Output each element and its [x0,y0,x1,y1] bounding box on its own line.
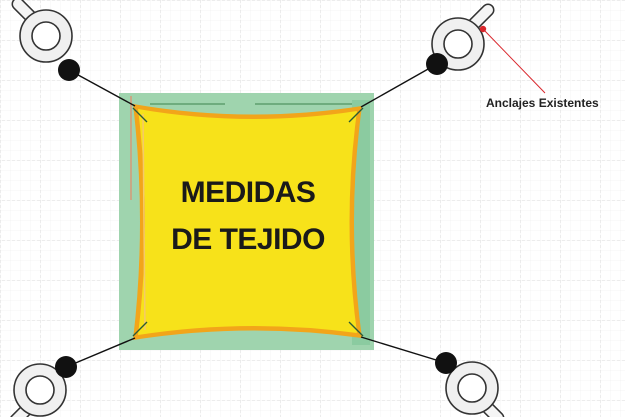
anchor-ring-icon [11,0,73,63]
anchor-point [426,53,448,75]
connector-line [360,63,438,108]
corner-tick [132,107,148,123]
corner-tick [348,321,364,337]
anchor-point [435,352,457,374]
connector-line [68,69,136,107]
fabric-title-line-1: MEDIDAS [180,176,316,209]
anchor-ring-icon [10,363,67,417]
shade-sail-fabric [138,109,357,335]
corner-tick [132,321,148,337]
anchor-point [58,59,80,81]
anchor-point [55,356,77,378]
fabric-fold-line [142,113,146,331]
connector-line [360,336,447,364]
corner-tick [348,107,364,123]
anchor-ring-icon [445,361,505,417]
connector-line [65,337,136,368]
callout-line [482,28,546,94]
fabric-shadow [352,100,370,345]
anchors-callout-label: Anclajes Existentes [486,96,599,110]
fabric-title-line-2: DE TEJIDO [171,223,325,256]
